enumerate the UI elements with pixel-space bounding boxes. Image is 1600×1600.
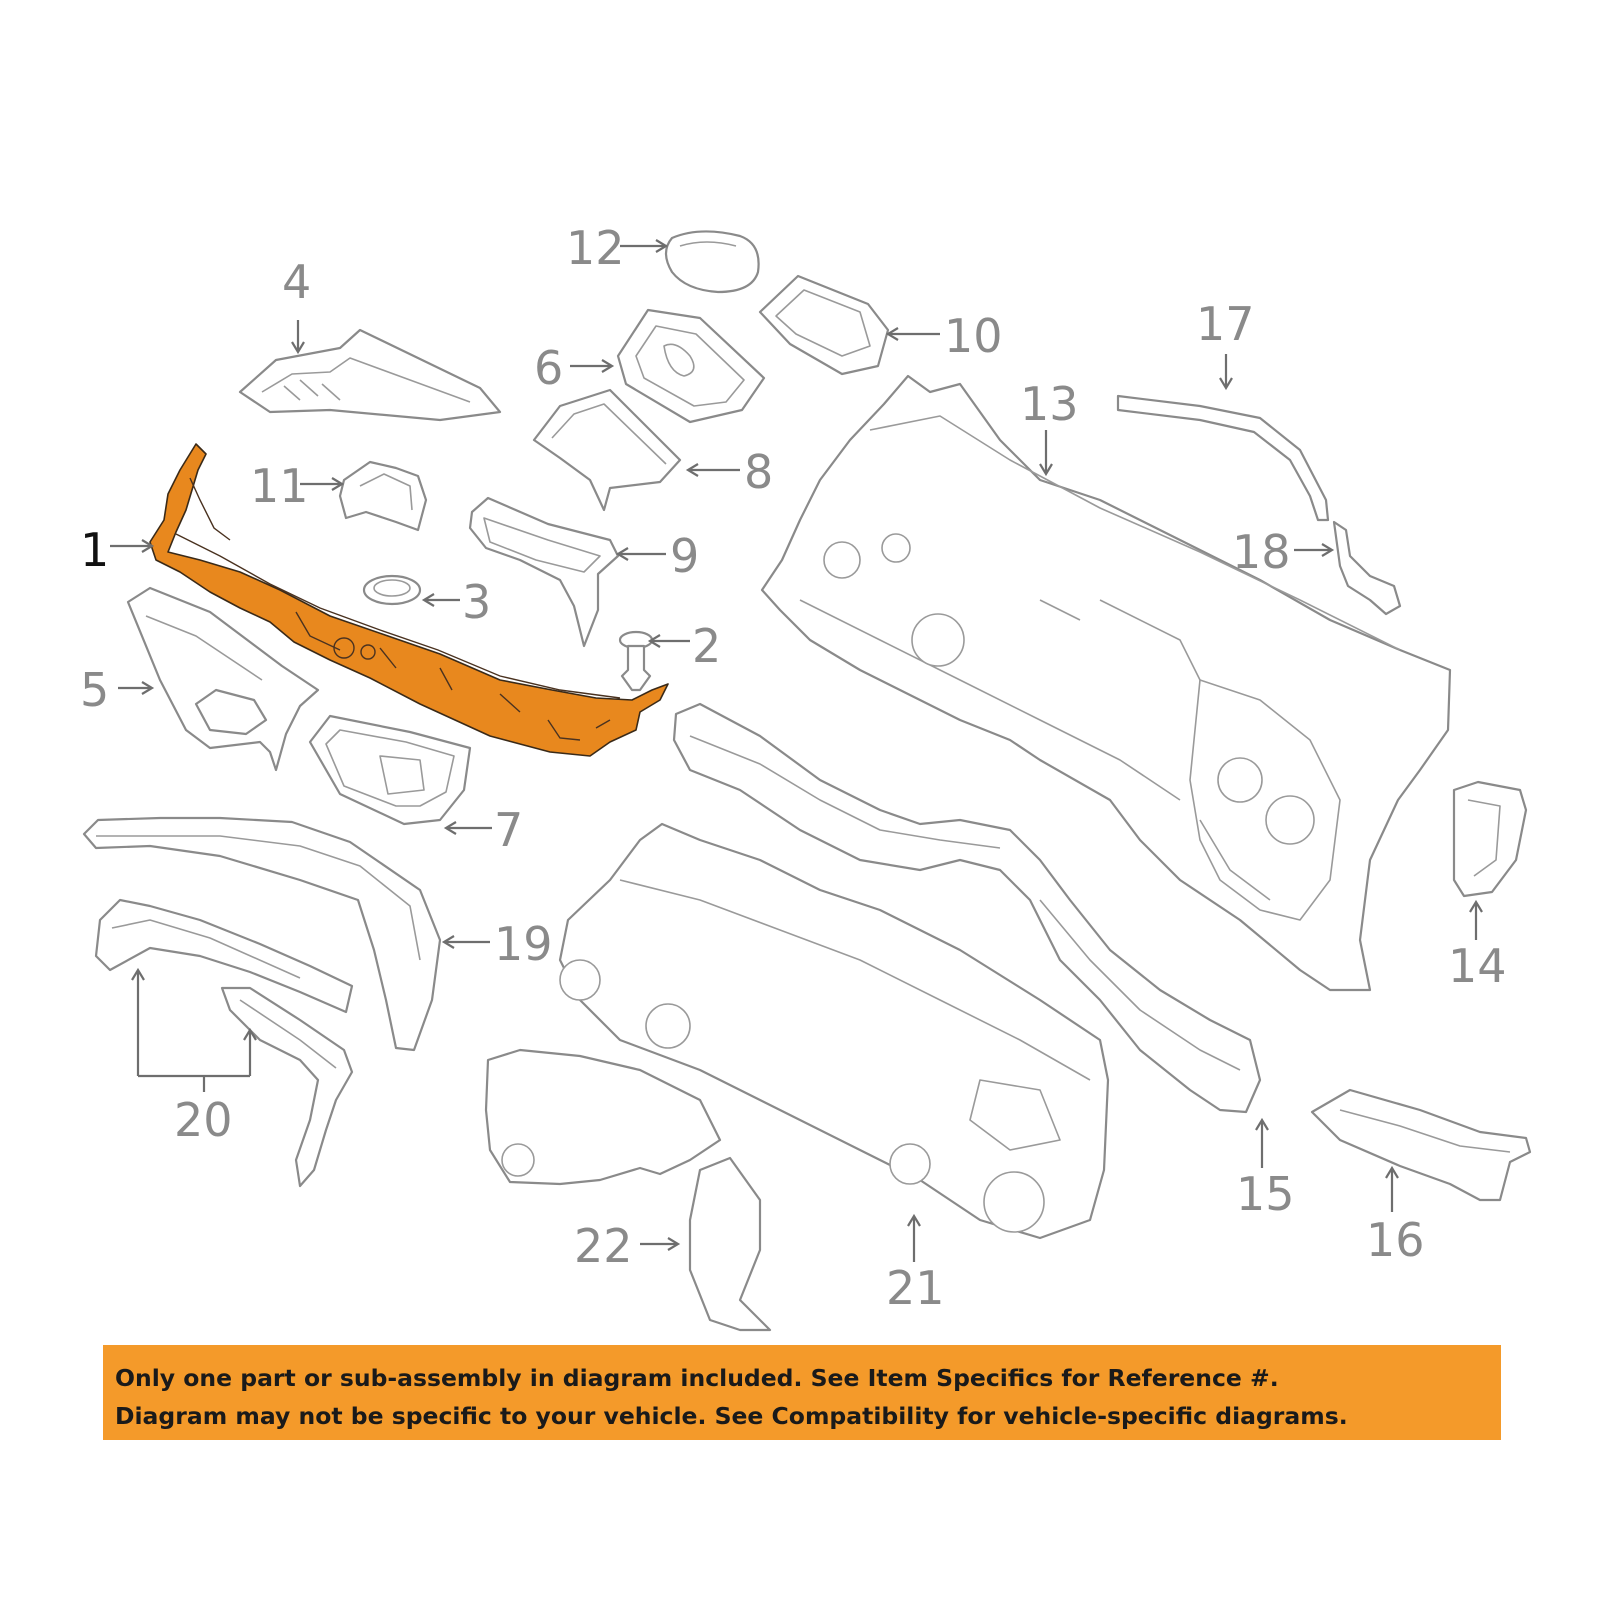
callout-15: 15 [1236, 1167, 1295, 1221]
part-13-dash-panel [760, 374, 1452, 992]
part-22-bracket [484, 1048, 772, 1332]
part-19-brace [82, 816, 442, 1052]
callout-1: 1 [80, 523, 109, 577]
part-18-bracket [1332, 520, 1402, 616]
disclaimer-line-2: Diagram may not be specific to your vehi… [115, 1402, 1348, 1430]
callout-5: 5 [80, 663, 109, 717]
part-3-grommet [362, 574, 422, 606]
callout-21: 21 [886, 1261, 945, 1315]
callout-14: 14 [1448, 939, 1507, 993]
part-9-gasket [468, 496, 620, 648]
callout-10: 10 [944, 309, 1003, 363]
part-17-strip [1116, 394, 1330, 522]
leader-lines [110, 239, 1483, 1262]
callout-labels: 1 2 3 4 5 6 7 8 9 10 11 12 13 14 15 16 1… [80, 221, 1507, 1315]
callout-12: 12 [566, 221, 625, 275]
callout-2: 2 [692, 619, 721, 673]
part-20-brace-right [220, 986, 354, 1188]
callout-3: 3 [462, 575, 491, 629]
part-2-clip [618, 630, 654, 692]
callout-9: 9 [670, 529, 699, 583]
part-21-firewall [558, 822, 1110, 1240]
disclaimer-banner: Only one part or sub-assembly in diagram… [103, 1345, 1501, 1440]
part-6-bracket [616, 308, 766, 424]
callout-17: 17 [1196, 297, 1255, 351]
callout-13: 13 [1020, 377, 1079, 431]
callout-20: 20 [174, 1093, 233, 1147]
callout-4: 4 [282, 255, 311, 309]
part-1-cowl-panel [149, 443, 669, 757]
callout-18: 18 [1232, 525, 1291, 579]
part-7-panel [308, 714, 472, 826]
part-11-bracket [338, 460, 428, 532]
part-10-panel [758, 274, 890, 376]
callout-7: 7 [494, 803, 523, 857]
part-4-panel [238, 328, 502, 422]
part-16-bracket [1310, 1088, 1532, 1202]
callout-11: 11 [250, 459, 309, 513]
part-14-bracket [1452, 780, 1528, 898]
part-8-piece [532, 388, 682, 512]
part-5-panel [126, 586, 320, 772]
callout-16: 16 [1366, 1213, 1425, 1267]
callout-6: 6 [534, 341, 563, 395]
callout-22: 22 [574, 1219, 633, 1273]
part-15-rail [672, 702, 1262, 1114]
part-20-brace-left [94, 898, 354, 1014]
part-12-cap [664, 230, 760, 294]
callout-19: 19 [494, 917, 553, 971]
disclaimer-line-1: Only one part or sub-assembly in diagram… [115, 1364, 1279, 1392]
callout-8: 8 [744, 445, 773, 499]
